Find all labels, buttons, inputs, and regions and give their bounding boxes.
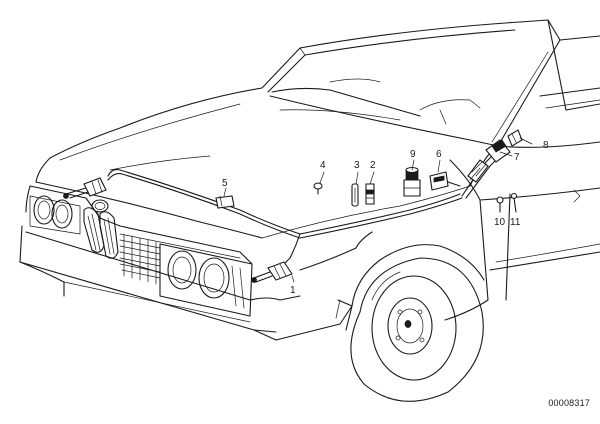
hose-sleeve: [467, 159, 489, 183]
callout-2: 2: [370, 160, 376, 171]
washer-nozzle-left: [63, 177, 107, 199]
clip-3: [351, 183, 359, 207]
hose-clip-5: [215, 195, 235, 209]
pump-7: [485, 139, 511, 163]
callout-11: 11: [510, 217, 521, 228]
callouts: 1 2 3 4 5 6 7 8 9 10 11: [222, 140, 549, 296]
callout-8: 8: [543, 140, 549, 151]
callout-4: 4: [320, 160, 326, 171]
bmw-badge-icon: [91, 199, 109, 213]
hood: [35, 87, 493, 239]
leader-lines: [223, 137, 533, 283]
washer-hose: [107, 151, 501, 265]
callout-9: 9: [410, 149, 416, 160]
callout-5: 5: [222, 178, 228, 189]
diagram-reference-number: 00008317: [548, 398, 590, 408]
fitting-8: [507, 129, 523, 147]
connector-6: [429, 171, 461, 191]
callout-10: 10: [494, 217, 506, 228]
windshield: [261, 19, 561, 147]
callout-1: 1: [290, 285, 296, 296]
front-bumper: [19, 225, 353, 341]
valve-9: [403, 166, 421, 197]
holder-2: [365, 183, 375, 205]
side-body: [444, 19, 600, 321]
callout-7: 7: [514, 152, 520, 163]
front-wheel: [299, 231, 485, 402]
grommet-4: [313, 182, 323, 195]
screw-11: [510, 192, 518, 213]
washer-nozzle-right: [251, 261, 293, 283]
callout-6: 6: [436, 149, 442, 160]
callout-3: 3: [354, 160, 360, 171]
screw-10: [496, 196, 504, 213]
